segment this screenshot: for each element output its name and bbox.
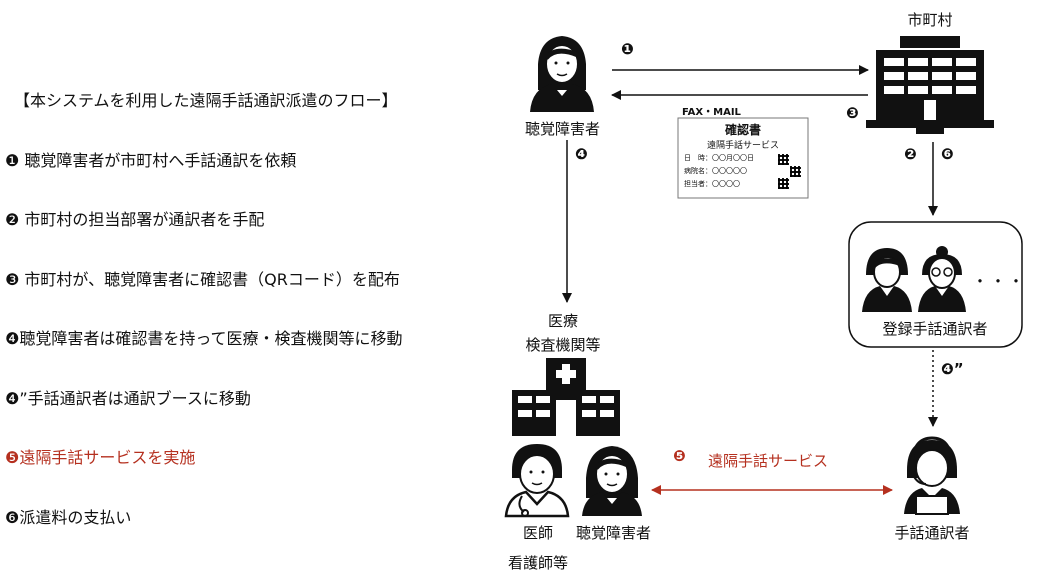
- interpreter-glasses-person-icon: [918, 246, 966, 312]
- step-4: ❹聴覚障害者は確認書を持って医療・検査機関等に移動: [5, 329, 403, 348]
- marker-3: ❸: [846, 104, 859, 122]
- card-row-date: 日 時：〇〇月〇〇日: [684, 154, 754, 162]
- doctor-label-line2: 看護師等: [507, 554, 568, 572]
- card-header: FAX・MAIL: [682, 107, 741, 118]
- card-row-staff: 担当者：〇〇〇〇: [684, 180, 740, 188]
- deaf-person-icon: [530, 36, 594, 112]
- municipality-building-icon: [866, 36, 994, 134]
- remote-service-label: 遠隔手話サービス: [708, 452, 829, 470]
- deaf-person-label: 聴覚障害者: [524, 120, 600, 138]
- medical-label-line1: 医療: [547, 312, 578, 330]
- card-row-hospital: 病院名：〇〇〇〇〇: [684, 167, 747, 175]
- doctor-icon: [504, 444, 570, 518]
- patient-icon: [582, 446, 642, 516]
- hospital-building-icon: [512, 358, 620, 436]
- step-2: ❷ 市町村の担当部署が通訳者を手配: [5, 210, 265, 229]
- interpreter-person-icon: [862, 248, 912, 312]
- interpreter-label: 手話通訳者: [894, 524, 970, 542]
- marker-1: ❶: [621, 40, 634, 58]
- doctor-label-line1: 医師: [522, 524, 553, 542]
- card-subtitle: 遠隔手話サービス: [706, 141, 779, 151]
- qr-code-icon: [778, 178, 789, 189]
- step-1: ❶ 聴覚障害者が市町村へ手話通訳を依頼: [5, 151, 297, 170]
- marker-6: ❻: [941, 145, 954, 163]
- patient-label: 聴覚障害者: [575, 524, 651, 542]
- medical-label-line2: 検査機関等: [525, 336, 601, 354]
- qr-code-icon: [790, 166, 801, 177]
- card-title: 確認書: [724, 123, 761, 137]
- interpreters-label: 登録手話通訳者: [882, 320, 988, 338]
- step-5: ❺遠隔手話サービスを実施: [5, 448, 196, 467]
- more-interpreters-ellipsis: ・・・: [972, 272, 1027, 291]
- municipality-label: 市町村: [907, 11, 953, 29]
- marker-4b: ❹”: [941, 360, 964, 378]
- step-6: ❻派遣料の支払い: [5, 508, 132, 527]
- marker-4: ❹: [575, 145, 588, 163]
- qr-code-icon: [778, 154, 789, 165]
- step-3: ❸ 市町村が、聴覚障害者に確認書（QRコード）を配布: [5, 270, 400, 289]
- step-4b: ❹”手話通訳者は通訳ブースに移動: [5, 389, 251, 408]
- flow-title: 【本システムを利用した遠隔手話通訳派遣のフロー】: [14, 91, 398, 110]
- headset-interpreter-icon: [904, 436, 960, 515]
- marker-5: ❺: [673, 447, 686, 465]
- marker-2: ❷: [904, 145, 917, 163]
